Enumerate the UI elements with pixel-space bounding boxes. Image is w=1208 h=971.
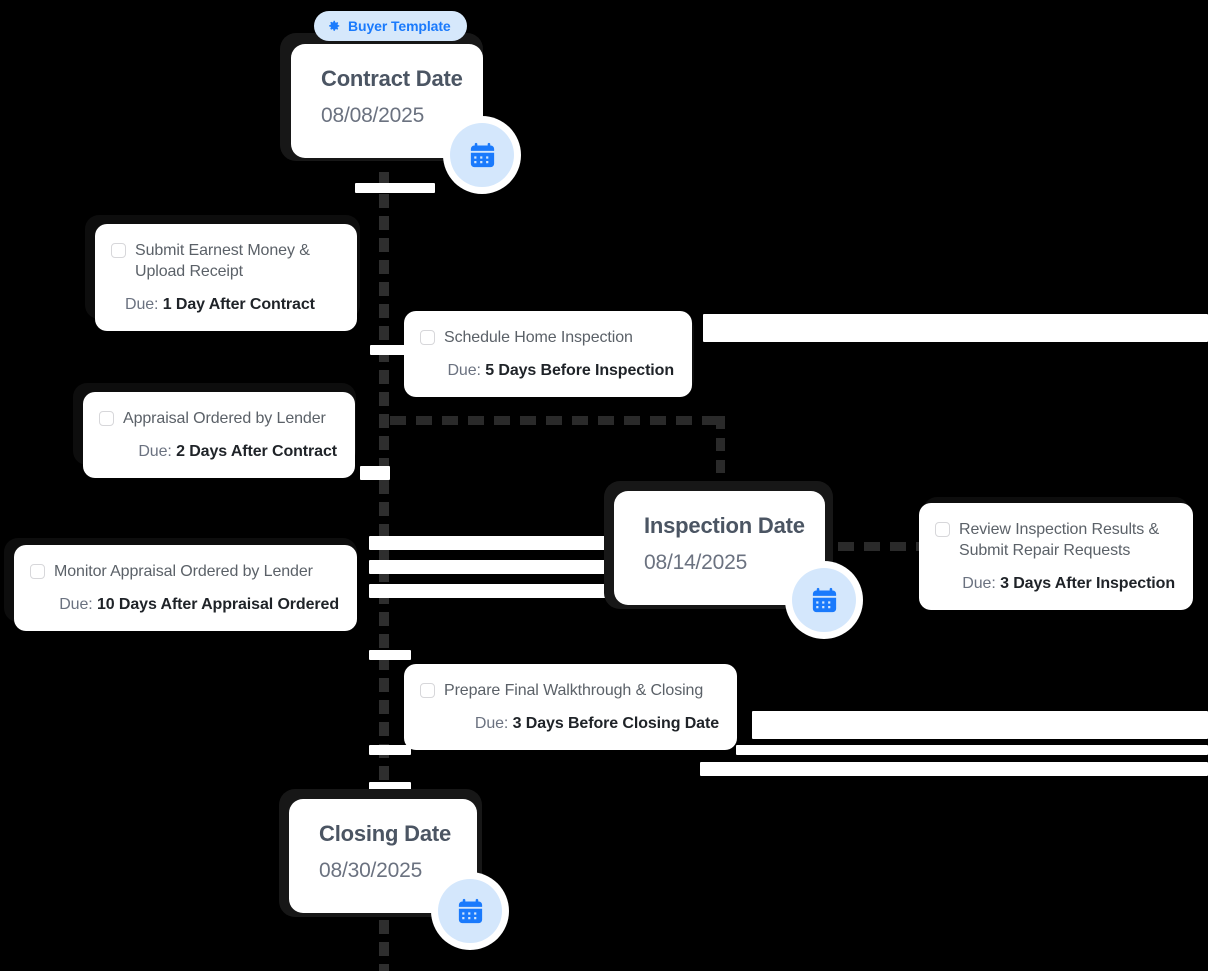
task-title: Review Inspection Results & Submit Repai… — [959, 521, 1160, 559]
task-due-label: Due: — [59, 596, 93, 613]
closing-date-title: Closing Date — [319, 821, 452, 846]
task-due-value: 3 Days After Inspection — [1000, 575, 1175, 592]
task-title: Prepare Final Walkthrough & Closing — [444, 682, 704, 699]
task-due-label: Due: — [447, 362, 481, 379]
task-card-schedule-home-inspection[interactable]: Schedule Home Inspection Due: 5 Days Bef… — [404, 311, 692, 397]
inspection-date-title: Inspection Date — [644, 513, 805, 538]
connector-bottom-right-1 — [752, 711, 1208, 739]
inspection-date-calendar-bubble[interactable] — [785, 561, 863, 639]
calendar-icon — [438, 879, 502, 943]
task-due: Due: 3 Days After Inspection — [935, 574, 1175, 594]
connector-appraisal-stub — [360, 466, 390, 480]
connector-closing-stub — [369, 782, 411, 792]
task-card-prepare-final-walkthrough[interactable]: Prepare Final Walkthrough & Closing Due:… — [404, 664, 737, 750]
task-checkbox[interactable] — [30, 564, 45, 579]
dashed-branch-inspection — [390, 416, 725, 425]
task-due-label: Due: — [962, 575, 996, 592]
connector-contract-to-earnest — [355, 183, 435, 193]
task-due: Due: 2 Days After Contract — [99, 442, 337, 462]
buyer-template-label: Buyer Template — [348, 18, 451, 34]
task-title: Schedule Home Inspection — [444, 329, 633, 346]
dashed-branch-review — [838, 542, 923, 551]
connector-walkthrough-stub — [369, 650, 411, 660]
task-card-review-inspection-results[interactable]: Review Inspection Results & Submit Repai… — [919, 503, 1193, 610]
task-card-submit-earnest-money[interactable]: Submit Earnest Money & Upload Receipt Du… — [95, 224, 357, 331]
dashed-drop-inspection — [716, 416, 725, 492]
gear-icon — [327, 19, 341, 33]
calendar-icon — [792, 568, 856, 632]
task-due: Due: 3 Days Before Closing Date — [420, 714, 719, 734]
task-due-value: 2 Days After Contract — [176, 443, 337, 460]
task-title: Appraisal Ordered by Lender — [123, 410, 326, 427]
task-checkbox[interactable] — [99, 411, 114, 426]
task-checkbox[interactable] — [111, 243, 126, 258]
task-title: Submit Earnest Money & Upload Receipt — [135, 242, 310, 280]
contract-date-value: 08/08/2025 — [321, 104, 425, 128]
task-due-value: 1 Day After Contract — [162, 296, 315, 313]
task-title: Monitor Appraisal Ordered by Lender — [54, 563, 313, 580]
task-due: Due: 10 Days After Appraisal Ordered — [30, 595, 339, 615]
task-due-label: Due: — [138, 443, 172, 460]
contract-date-calendar-bubble[interactable] — [443, 116, 521, 194]
task-due-value: 3 Days Before Closing Date — [512, 715, 719, 732]
task-due-label: Due: — [474, 715, 509, 732]
task-card-appraisal-ordered-by-lender[interactable]: Appraisal Ordered by Lender Due: 2 Days … — [83, 392, 355, 478]
connector-walkthrough-stub-2 — [369, 745, 411, 755]
closing-date-calendar-bubble[interactable] — [431, 872, 509, 950]
task-due-label: Due: — [125, 296, 159, 313]
task-due-value: 5 Days Before Inspection — [485, 362, 674, 379]
connector-bottom-right-3 — [700, 762, 1208, 776]
connector-bottom-right-2 — [736, 745, 1208, 755]
task-checkbox[interactable] — [420, 683, 435, 698]
inspection-date-value: 08/14/2025 — [644, 551, 748, 575]
task-due: Due: 1 Day After Contract — [111, 295, 339, 315]
closing-date-value: 08/30/2025 — [319, 859, 423, 883]
task-card-monitor-appraisal[interactable]: Monitor Appraisal Ordered by Lender Due:… — [14, 545, 357, 631]
buyer-template-badge[interactable]: Buyer Template — [314, 11, 467, 41]
calendar-icon — [450, 123, 514, 187]
connector-inspection-right — [703, 314, 1208, 342]
contract-date-title: Contract Date — [321, 66, 463, 91]
connector-earnest-stub — [370, 345, 410, 355]
task-checkbox[interactable] — [420, 330, 435, 345]
task-due-value: 10 Days After Appraisal Ordered — [96, 596, 339, 613]
task-checkbox[interactable] — [935, 522, 950, 537]
task-due: Due: 5 Days Before Inspection — [420, 361, 674, 381]
